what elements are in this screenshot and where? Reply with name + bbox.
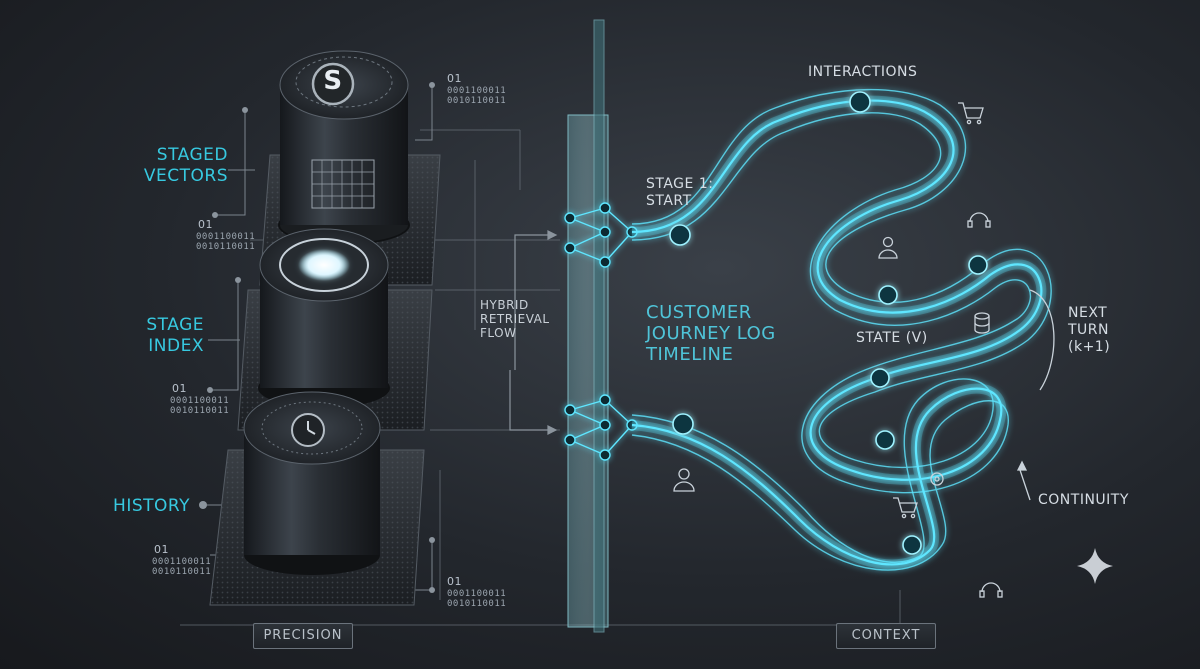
s-badge-letter: S	[323, 66, 343, 96]
label-next-turn: NEXT TURN (k+1)	[1068, 305, 1111, 355]
binary-bits: 0001100011 0010110011	[447, 86, 507, 106]
binary-bits: 0001100011 0010110011	[196, 232, 256, 252]
binary-bits: 0001100011 0010110011	[152, 557, 212, 577]
retrieval-arrows	[509, 230, 558, 435]
binary-code: 01	[198, 218, 213, 231]
label-state: STATE (V)	[856, 330, 928, 346]
binary-bits: 0001100011 0010110011	[170, 396, 230, 416]
headset-icon	[967, 212, 991, 228]
binary-code: 01	[447, 575, 462, 588]
stage-index-cylinder	[258, 228, 390, 408]
label-interactions: INTERACTIONS	[808, 64, 918, 80]
binary-code: 01	[154, 543, 169, 556]
label-hybrid-retrieval-flow: HYBRID RETRIEVAL FLOW	[480, 298, 550, 340]
glass-divider	[567, 19, 609, 633]
footer-plate-context: CONTEXT	[836, 623, 936, 649]
gear-icon	[930, 472, 944, 486]
journey-title: CUSTOMER JOURNEY LOG TIMELINE	[646, 302, 776, 365]
footer-plate-precision: PRECISION	[253, 623, 353, 649]
staged-vectors-cylinder	[278, 50, 410, 245]
person-icon	[673, 468, 695, 492]
person-icon	[878, 236, 898, 259]
database-icon	[974, 312, 990, 334]
journey-ribbon	[631, 88, 1052, 571]
right-icons	[673, 102, 1055, 598]
headset-icon	[979, 582, 1003, 598]
cart-icon	[958, 102, 984, 125]
label-stage-index: STAGE INDEX	[146, 315, 204, 356]
node-cluster-bottom	[564, 394, 638, 461]
binary-bits: 0001100011 0010110011	[447, 589, 507, 609]
label-staged-vectors: STAGED VECTORS	[143, 145, 228, 186]
ribbon-nodes	[669, 91, 988, 555]
label-stage-start: STAGE 1: START	[646, 176, 714, 209]
cart-icon	[893, 497, 918, 519]
label-continuity: CONTINUITY	[1038, 492, 1129, 508]
binary-code: 01	[172, 382, 187, 395]
history-cylinder	[243, 391, 381, 575]
label-history: HISTORY	[113, 496, 190, 516]
binary-code: 01	[447, 72, 462, 85]
sparkle-icon	[1077, 548, 1113, 584]
